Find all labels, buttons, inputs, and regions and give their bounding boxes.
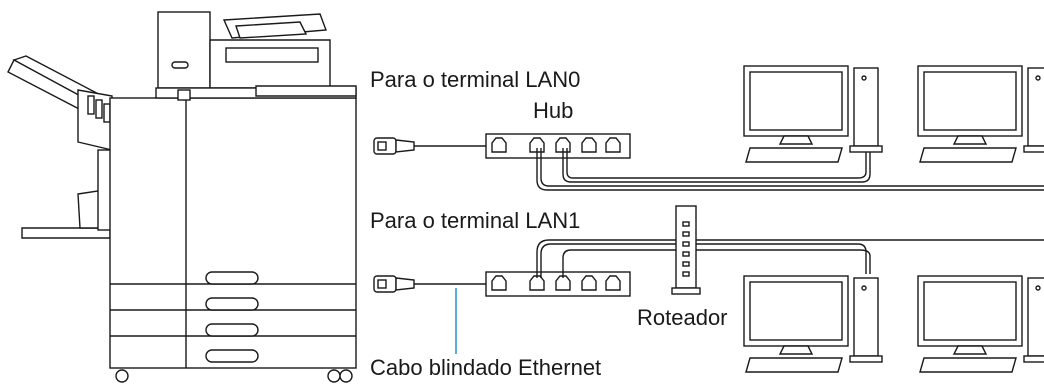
hub-lan1	[485, 271, 631, 297]
finisher-tray-icon	[21, 149, 113, 239]
hub-lan0	[485, 133, 631, 159]
caster-icon	[339, 369, 353, 383]
computer-icon	[743, 275, 883, 373]
output-tray-icon	[7, 55, 113, 151]
router-icon	[671, 205, 701, 295]
hub-label: Hub	[533, 98, 573, 123]
caster-icon	[115, 369, 129, 383]
printer-illustration	[7, 11, 357, 383]
computer-icon	[917, 275, 1044, 373]
shielded-cable-label: Cabo blindado Ethernet	[370, 355, 601, 380]
lan1-terminal-label: Para o terminal LAN1	[370, 208, 580, 233]
lan1-network-cables	[536, 239, 1044, 278]
lan0-terminal-label: Para o terminal LAN0	[370, 67, 580, 92]
lan0-connector-icon	[373, 137, 498, 155]
paper-drawers	[110, 271, 356, 363]
computer-icon	[917, 65, 1044, 163]
scanner-unit	[155, 11, 357, 101]
lan1-connector-icon	[373, 275, 498, 293]
printer-body	[109, 97, 357, 369]
router-label: Roteador	[637, 305, 728, 330]
computer-icon	[743, 65, 883, 163]
lan0-network-cables	[536, 148, 1044, 191]
caster-icon	[327, 369, 341, 383]
